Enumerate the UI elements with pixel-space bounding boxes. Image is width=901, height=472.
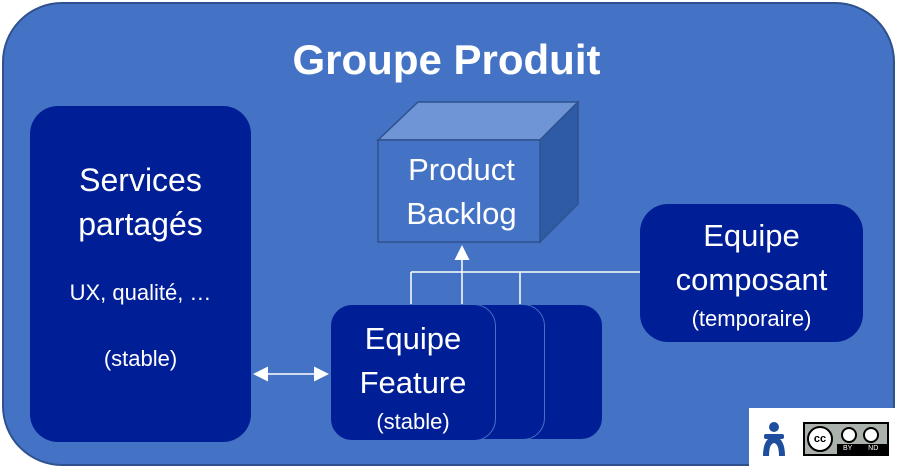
feature-status: (stable) — [376, 409, 450, 434]
services-partages-box: Services partagés UX, qualité, … (stable… — [30, 106, 251, 442]
composant-title: Equipe composant — [675, 218, 828, 297]
services-status: (stable) — [103, 346, 178, 371]
nd-icon — [863, 427, 879, 443]
brand-logo-icon — [763, 422, 785, 456]
services-detail: UX, qualité, … — [69, 280, 212, 305]
equipe-composant-box: Equipe composant (temporaire) — [640, 204, 863, 342]
equipe-feature-box: Equipe Feature (stable) — [330, 304, 496, 441]
services-title: Services partagés — [78, 162, 203, 242]
cc-by-nd-badge-icon: cc BY ND — [803, 422, 889, 456]
backlog-cube-front — [377, 139, 541, 243]
product-backlog-label: Product Backlog — [406, 152, 517, 231]
feature-title: Equipe Feature — [359, 321, 467, 400]
by-icon — [841, 427, 857, 443]
diagram-title: Groupe Produit — [292, 36, 601, 83]
composant-status: (temporaire) — [691, 306, 812, 331]
logo-area: cc BY ND — [749, 408, 895, 468]
